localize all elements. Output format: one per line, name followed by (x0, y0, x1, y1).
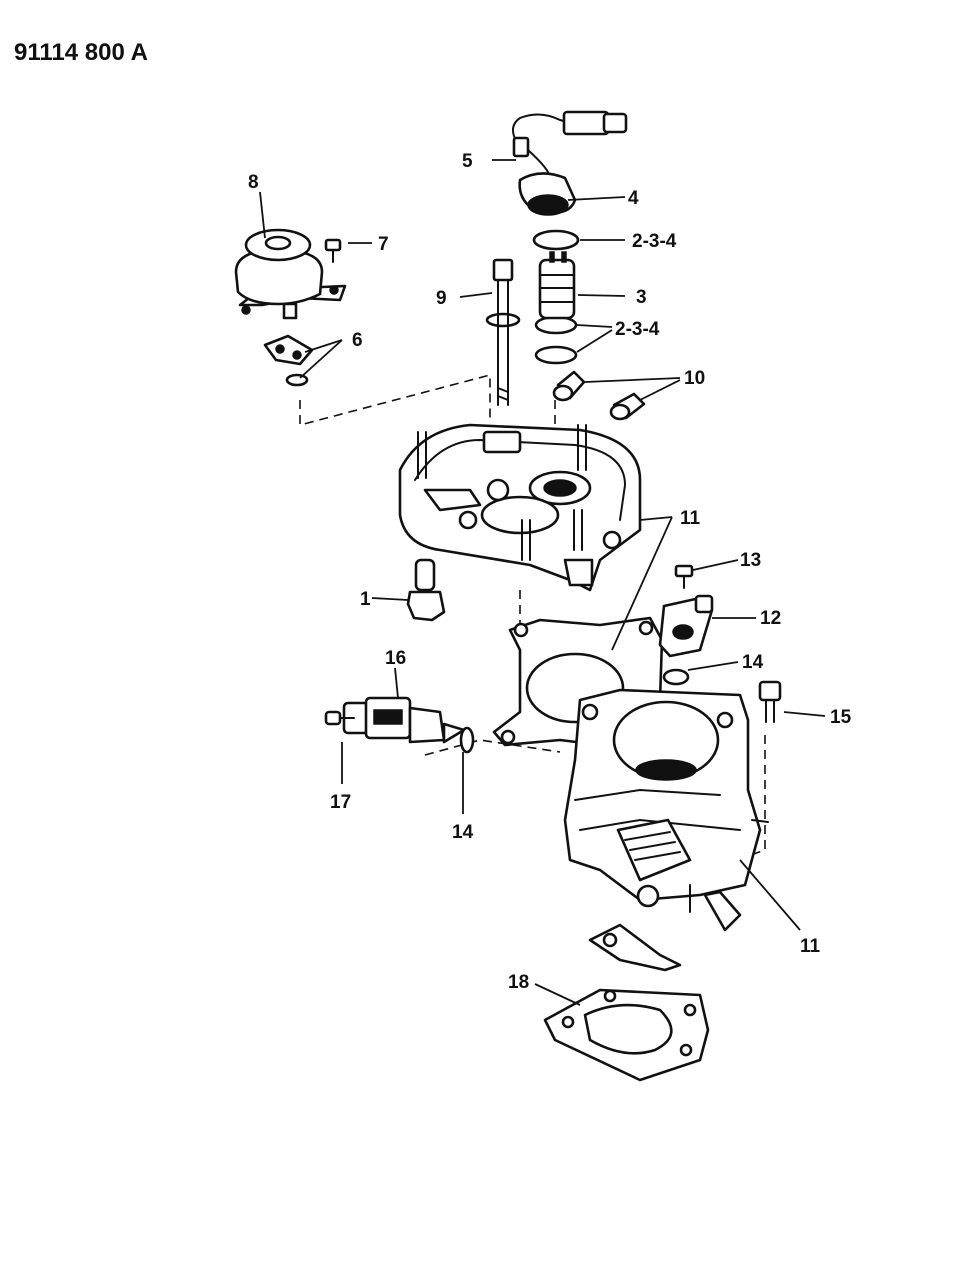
part-5-screw-harness (512, 110, 628, 179)
callout-2-3-4-bottom: 2-3-4 (615, 319, 660, 340)
callout-6: 6 (352, 330, 363, 351)
document-id: 91114 800 A (14, 39, 148, 66)
part-9-bolt (485, 258, 521, 406)
callout-16: 16 (385, 648, 406, 669)
callout-11-lower: 11 (800, 936, 821, 957)
part-16-iac-motor (342, 696, 466, 744)
callout-15: 15 (830, 707, 852, 728)
callout-12: 12 (760, 608, 781, 629)
callout-3: 3 (636, 287, 647, 308)
part-8-map-sensor (234, 228, 347, 320)
callout-18: 18 (508, 972, 529, 993)
callout-9: 9 (436, 288, 447, 309)
part-1-temp-sensor (406, 558, 446, 622)
part-6-bracket (263, 334, 314, 387)
part-14-seal-upper (662, 668, 690, 686)
part-18-base-gasket (543, 988, 710, 1082)
callout-4: 4 (628, 188, 639, 209)
callout-10: 10 (684, 368, 705, 389)
part-17-screw (324, 710, 355, 726)
part-11-upper-throttle-body (398, 423, 642, 592)
part-2-3-4-o-rings (532, 229, 580, 365)
callout-17: 17 (330, 792, 351, 813)
callout-11-upper: 11 (680, 508, 701, 529)
part-15-bolt (758, 680, 782, 723)
callout-labels: 8 7 5 4 2-3-4 3 2-3-4 9 6 10 11 13 1 12 … (248, 151, 852, 993)
callout-2-3-4-top: 2-3-4 (632, 231, 677, 252)
callout-1: 1 (360, 589, 371, 610)
part-4-cover (518, 172, 577, 216)
callout-13: 13 (740, 550, 761, 571)
part-10-fittings (552, 370, 646, 421)
part-11-lower-throttle-body (563, 688, 769, 972)
part-14-seal-left (459, 726, 475, 754)
part-3-sensor (538, 251, 576, 320)
callout-14-left: 14 (452, 822, 474, 843)
callout-7: 7 (378, 234, 389, 255)
callout-14-upper: 14 (742, 652, 764, 673)
part-13-screw (674, 564, 694, 589)
part-7-screw (324, 238, 342, 263)
part-12-injector (658, 594, 714, 658)
leader-lines (259, 159, 826, 1006)
callout-8: 8 (248, 172, 259, 193)
callout-5: 5 (462, 151, 473, 172)
